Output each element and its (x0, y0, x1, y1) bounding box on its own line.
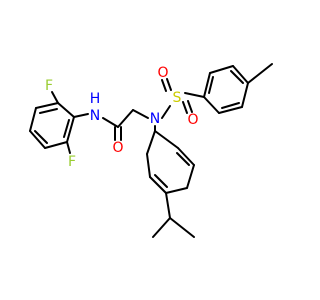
atom-f-bottom: F (68, 154, 76, 170)
atom-s-sulfonyl: S (173, 90, 182, 106)
bond-c-f-bottom (66, 141, 71, 154)
bond-s-o-top-1 (161, 79, 167, 92)
atom-h-amide: H (90, 91, 101, 107)
bond-carbonyl-ch2 (117, 109, 134, 128)
bond-s-o-bottom-2 (187, 100, 193, 113)
bond-s-o-bottom-1 (182, 101, 188, 114)
bond-c-f-top (51, 91, 59, 104)
bond-nh-carbonyl (102, 117, 119, 128)
atom-o-sulfonyl-bottom: O (187, 112, 198, 128)
atom-f-top: F (45, 78, 53, 94)
isopropylphenyl-ring (146, 130, 195, 194)
atom-o-sulfonyl-top: O (157, 65, 168, 81)
molecule-structure: F F H N O N S O O (29, 63, 273, 238)
tolyl-ring (203, 65, 249, 114)
atom-n-sulfonamide: N (150, 111, 160, 127)
bond-n-s (161, 105, 171, 119)
bond-ch2-n (132, 109, 149, 119)
bond-ch-methyl-right (169, 217, 195, 238)
bond-tolyl-methyl (247, 63, 273, 84)
bond-ch-methyl-left (152, 217, 171, 238)
difluorophenyl-ring (29, 102, 75, 149)
atom-o-carbonyl: O (112, 140, 123, 156)
bond-aryl-ch (165, 192, 171, 219)
atom-n-amide: N (90, 108, 100, 124)
bond-s-aryl (184, 92, 205, 98)
bond-ring-nh (73, 113, 89, 118)
bond-s-o-top-2 (166, 78, 172, 91)
